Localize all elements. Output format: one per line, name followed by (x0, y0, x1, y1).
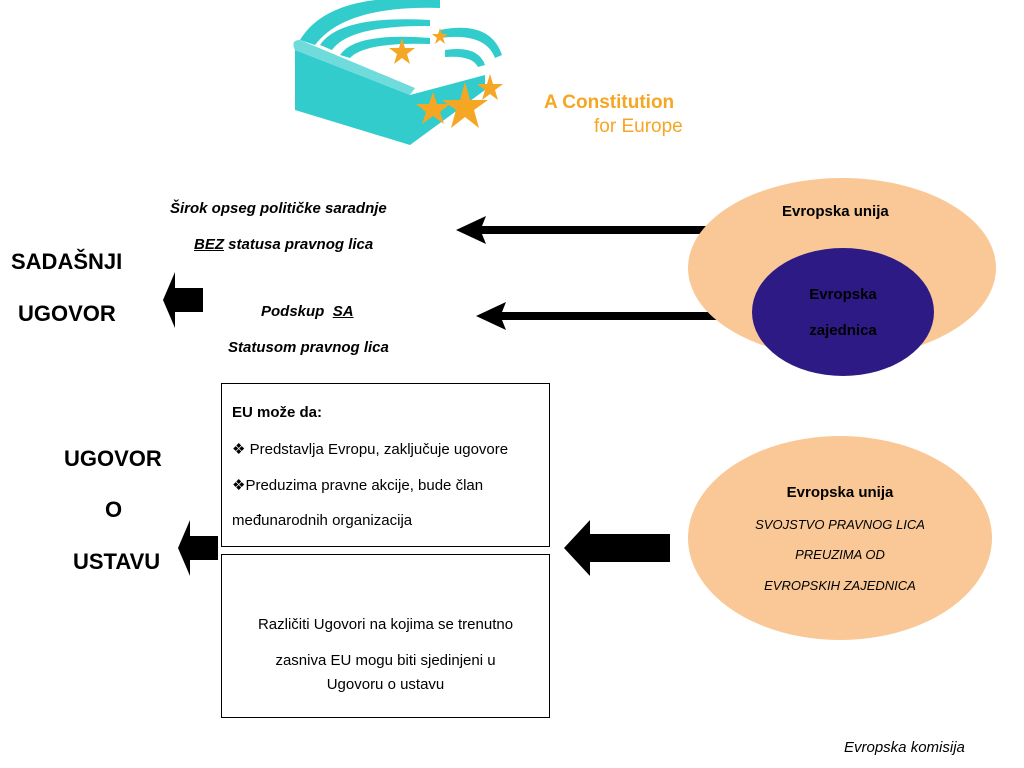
bez-word: BEZ (194, 236, 224, 253)
sadasnji-label: SADAŠNJI (11, 249, 123, 274)
ez-label-2: zajednica (809, 322, 877, 339)
o-label: O (105, 497, 123, 522)
footer-label: Evropska komisija (844, 739, 965, 756)
logo-title: A Constitution (544, 92, 675, 113)
eu-ellipse-bottom (688, 436, 992, 640)
arrow-to-boxes (564, 520, 670, 576)
eu-capabilities-box: EU može da: ❖ Predstavlja Evropu, zaklju… (221, 383, 550, 547)
sa-word: SA (332, 303, 354, 320)
eu-ellipse-top-label: Evropska unija (782, 203, 889, 220)
ez-label-1: Evropska (809, 286, 877, 303)
constitution-logo (293, 0, 503, 145)
eu-ellipse-bottom-line-1: SVOJSTVO PRAVNOG LICA (755, 517, 925, 532)
eu-ellipse-bottom-line-3: EVROPSKIH ZAJEDNICA (764, 578, 916, 593)
ez-ellipse (752, 248, 934, 376)
arrow-to-line1 (456, 216, 710, 244)
box1-item-1: ❖ Predstavlja Evropu, zaključuje ugovore (232, 441, 509, 458)
left-arrow-top (163, 272, 203, 328)
ustavu-label: USTAVU (73, 549, 161, 574)
top-line-4: Statusom pravnog lica (228, 339, 389, 356)
ugovor-label: UGOVOR (18, 301, 116, 326)
logo-subtitle: for Europe (594, 116, 683, 137)
box1-item-2: ❖Preduzima pravne akcije, bude član (232, 477, 484, 494)
arrow-to-line3 (476, 302, 734, 330)
box2-line-1: Različiti Ugovori na kojima se trenutno (257, 616, 514, 633)
treaties-box: Različiti Ugovori na kojima se trenutno … (221, 554, 550, 718)
ugovor-label-2: UGOVOR (64, 446, 162, 471)
box2-line-2: zasniva EU mogu biti sjedinjeni u (275, 652, 496, 669)
eu-ellipse-bottom-title: Evropska unija (786, 484, 894, 501)
eu-ellipse-bottom-line-2: PREUZIMA OD (795, 547, 885, 562)
box2-line-3: Ugovoru o ustavu (326, 676, 445, 693)
podskup-text: Podskup (261, 303, 333, 320)
top-line-1: Širok opseg političke saradnje (170, 200, 387, 217)
left-arrow-bottom (178, 520, 218, 576)
top-line-3: Podskup SA (261, 303, 354, 320)
box1-title: EU može da: (232, 404, 323, 421)
top-line-2: BEZ statusa pravnog lica (194, 236, 373, 253)
box1-item-3: međunarodnih organizacija (232, 512, 413, 529)
top-line-2-rest: statusa pravnog lica (224, 236, 374, 253)
